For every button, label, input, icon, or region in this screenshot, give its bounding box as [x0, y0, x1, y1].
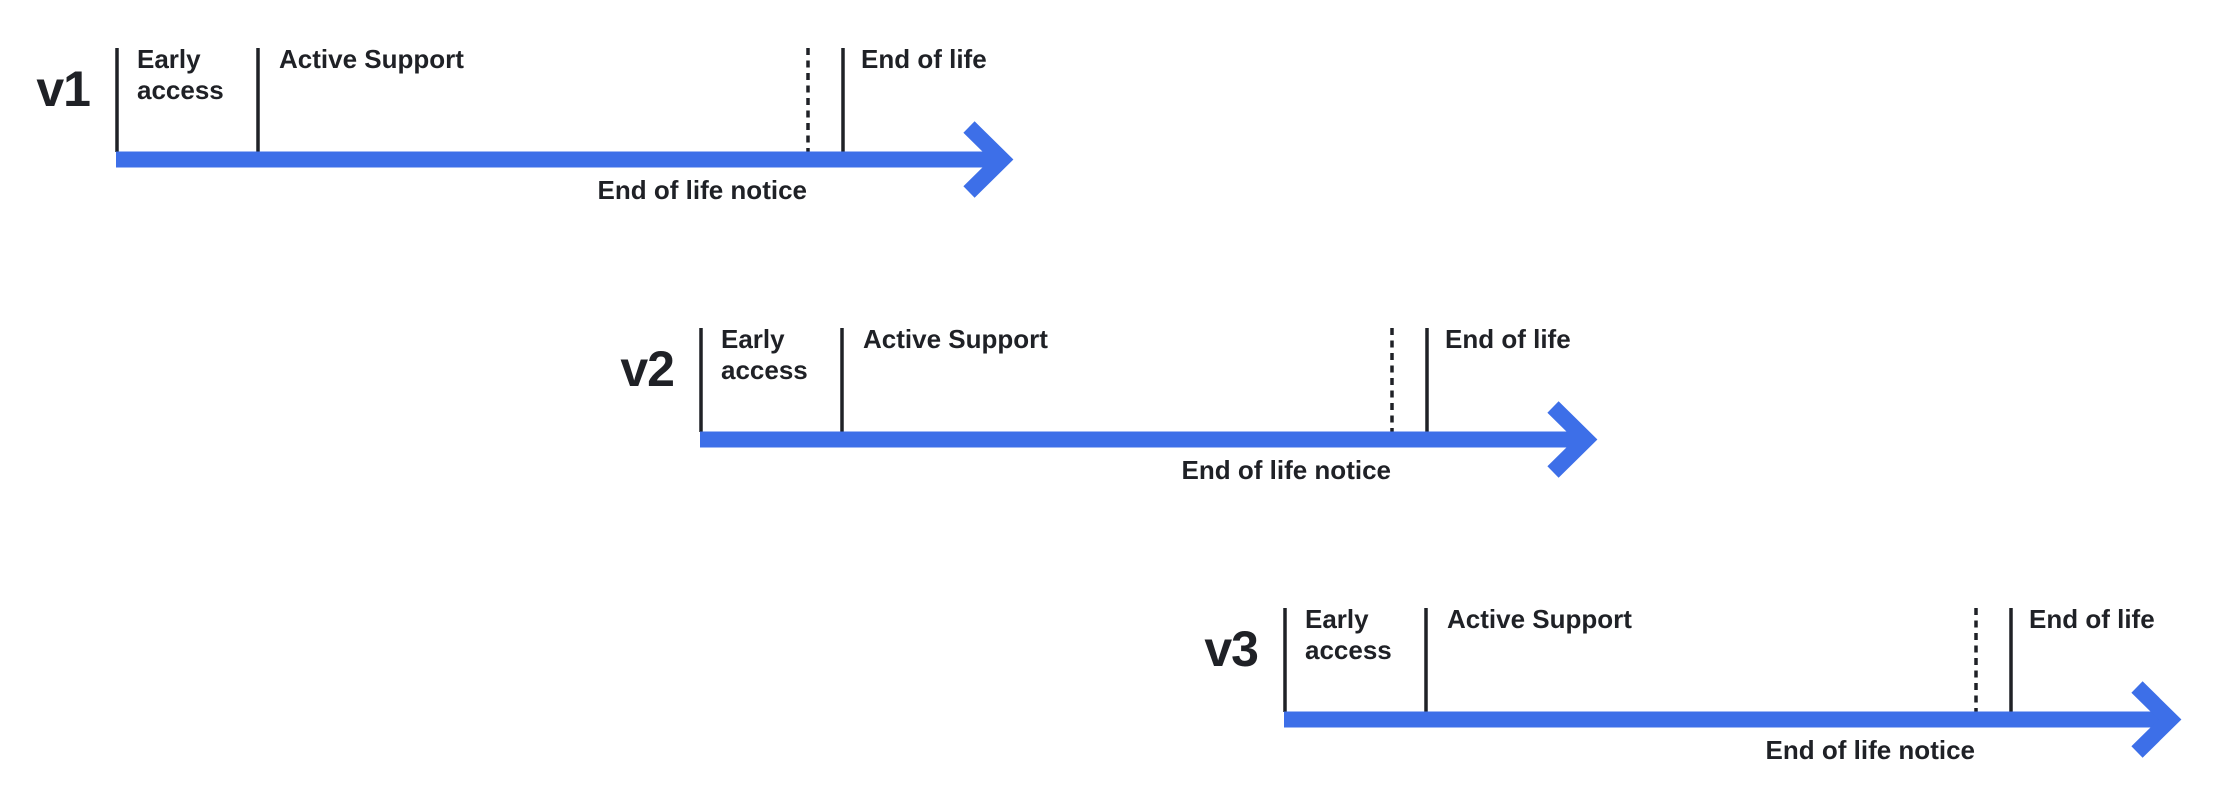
timeline-graphic-v2 — [699, 328, 1598, 478]
version-label: v2 — [620, 341, 675, 397]
timeline-arrowhead — [2131, 681, 2182, 758]
end-of-life-notice-label: End of life notice — [597, 175, 807, 205]
timeline-row-v1: v1 Early access Active Support End of li… — [0, 0, 1075, 215]
end-of-life-label: End of life — [1445, 324, 1571, 354]
version-label: v3 — [1204, 621, 1259, 677]
end-of-life-label: End of life — [861, 44, 987, 74]
early-access-label: Early access — [721, 324, 808, 385]
active-support-label: Active Support — [863, 324, 1048, 354]
timeline-arrowhead — [963, 121, 1014, 198]
active-support-label: Active Support — [1447, 604, 1632, 634]
timeline-row-v2: v2 Early access Active Support End of li… — [584, 280, 1659, 495]
early-access-label: Early access — [137, 44, 224, 105]
end-of-life-notice-label: End of life notice — [1765, 735, 1975, 765]
timeline-graphic-v3 — [1283, 608, 2182, 758]
timeline-row-v3: v3 Early access Active Support End of li… — [1168, 560, 2228, 775]
early-access-label: Early access — [1305, 604, 1392, 665]
end-of-life-notice-label: End of life notice — [1181, 455, 1391, 485]
version-label: v1 — [36, 61, 91, 117]
active-support-label: Active Support — [279, 44, 464, 74]
end-of-life-label: End of life — [2029, 604, 2155, 634]
timeline-graphic-v1 — [115, 48, 1014, 198]
timeline-arrowhead — [1547, 401, 1598, 478]
